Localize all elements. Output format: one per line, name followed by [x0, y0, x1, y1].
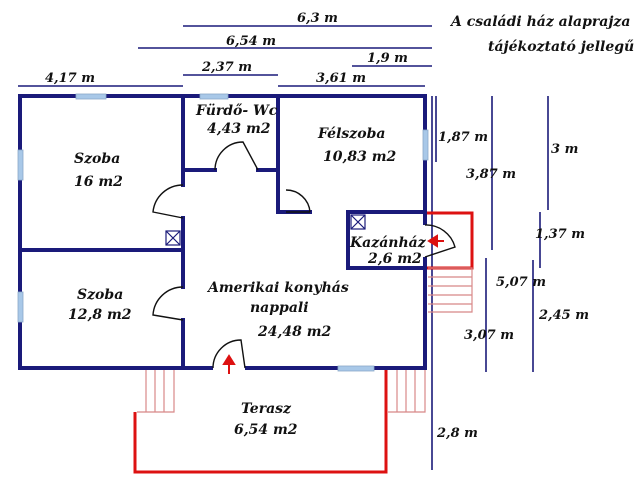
top-dimension-lines	[18, 25, 432, 87]
room-area-szoba-bottom: 12,8 m2	[68, 307, 132, 323]
door-felszoba	[285, 189, 311, 213]
front-entrance-arrow-head	[222, 354, 236, 365]
door-kazanhaz	[424, 224, 456, 258]
room-area-kazanhaz: 2,6 m2	[367, 251, 422, 267]
dim-label-4-17: 4,17 m	[45, 71, 95, 86]
door-furdo	[214, 141, 259, 171]
window-szoba-top-left	[17, 149, 24, 181]
window-felszoba-right	[422, 129, 429, 161]
kazanhaz-door-gap	[423, 225, 429, 257]
entrance-arrows	[222, 234, 444, 374]
dim-label-6-54: 6,54 m	[226, 34, 276, 49]
dim-label-3-87: 3,87 m	[466, 167, 516, 182]
stairs-kazanhaz	[428, 267, 473, 313]
dim-label-1-37: 1,37 m	[535, 227, 585, 242]
terrace-outline	[133, 368, 388, 474]
dim-label-2-45: 2,45 m	[538, 308, 589, 323]
dim-label-2-37: 2,37 m	[201, 60, 252, 75]
chimney-box-szoba-cross	[165, 230, 181, 246]
room-name-szoba-top: Szoba	[74, 151, 120, 167]
stairs	[137, 267, 473, 413]
chimney-box-kazanhaz	[350, 214, 366, 230]
window-furdo-top	[199, 93, 229, 100]
dim-label-3-61: 3,61 m	[316, 71, 366, 86]
stairs-right-terrace	[388, 367, 426, 413]
windows	[17, 93, 429, 372]
dim-label-3: 3 m	[551, 142, 578, 157]
room-area-terasz: 6,54 m2	[234, 422, 298, 438]
room-name-nappali-line2: nappali	[250, 300, 309, 316]
door-szoba-top	[152, 184, 184, 219]
window-szoba-top	[75, 93, 107, 100]
room-name-nappali-line1: Amerikai konyhás	[206, 280, 349, 296]
room-area-szoba-top: 16 m2	[74, 174, 123, 190]
chimney-boxes	[165, 214, 366, 246]
dim-label-3-07: 3,07 m	[464, 328, 514, 343]
room-name-terasz: Terasz	[241, 401, 292, 417]
door-swings	[152, 141, 456, 369]
door-szoba-bottom	[152, 286, 184, 321]
stairs-left-terrace	[137, 367, 175, 413]
room-name-felszoba: Félszoba	[317, 126, 385, 142]
room-name-kazanhaz: Kazánház	[349, 235, 427, 251]
room-area-furdo: 4,43 m2	[207, 121, 271, 137]
window-szoba-bottom-left	[17, 291, 24, 323]
room-area-felszoba: 10,83 m2	[323, 149, 397, 165]
room-name-furdo: Fürdő- Wc	[195, 103, 278, 119]
dim-label-6-3: 6,3 m	[297, 11, 338, 26]
dim-label-1-9: 1,9 m	[367, 51, 408, 66]
chimney-box-kazanhaz-cross	[350, 214, 366, 230]
room-name-szoba-bottom: Szoba	[77, 287, 123, 303]
dim-label-1-87: 1,87 m	[438, 130, 488, 145]
dim-label-2-8: 2,8 m	[436, 426, 478, 441]
window-nappali-bottom	[337, 365, 375, 372]
door-front	[212, 339, 246, 369]
kazanhaz-entrance-arrow-head	[427, 234, 438, 248]
room-area-nappali: 24,48 m2	[257, 324, 332, 340]
dim-label-5-07: 5,07 m	[496, 275, 546, 290]
plan-title-line2: tájékoztató jellegű	[488, 39, 634, 55]
chimney-box-szoba	[165, 230, 181, 246]
plan-title-line1: A családi ház alaprajza	[449, 14, 630, 30]
side-dimension-lines	[431, 96, 549, 470]
